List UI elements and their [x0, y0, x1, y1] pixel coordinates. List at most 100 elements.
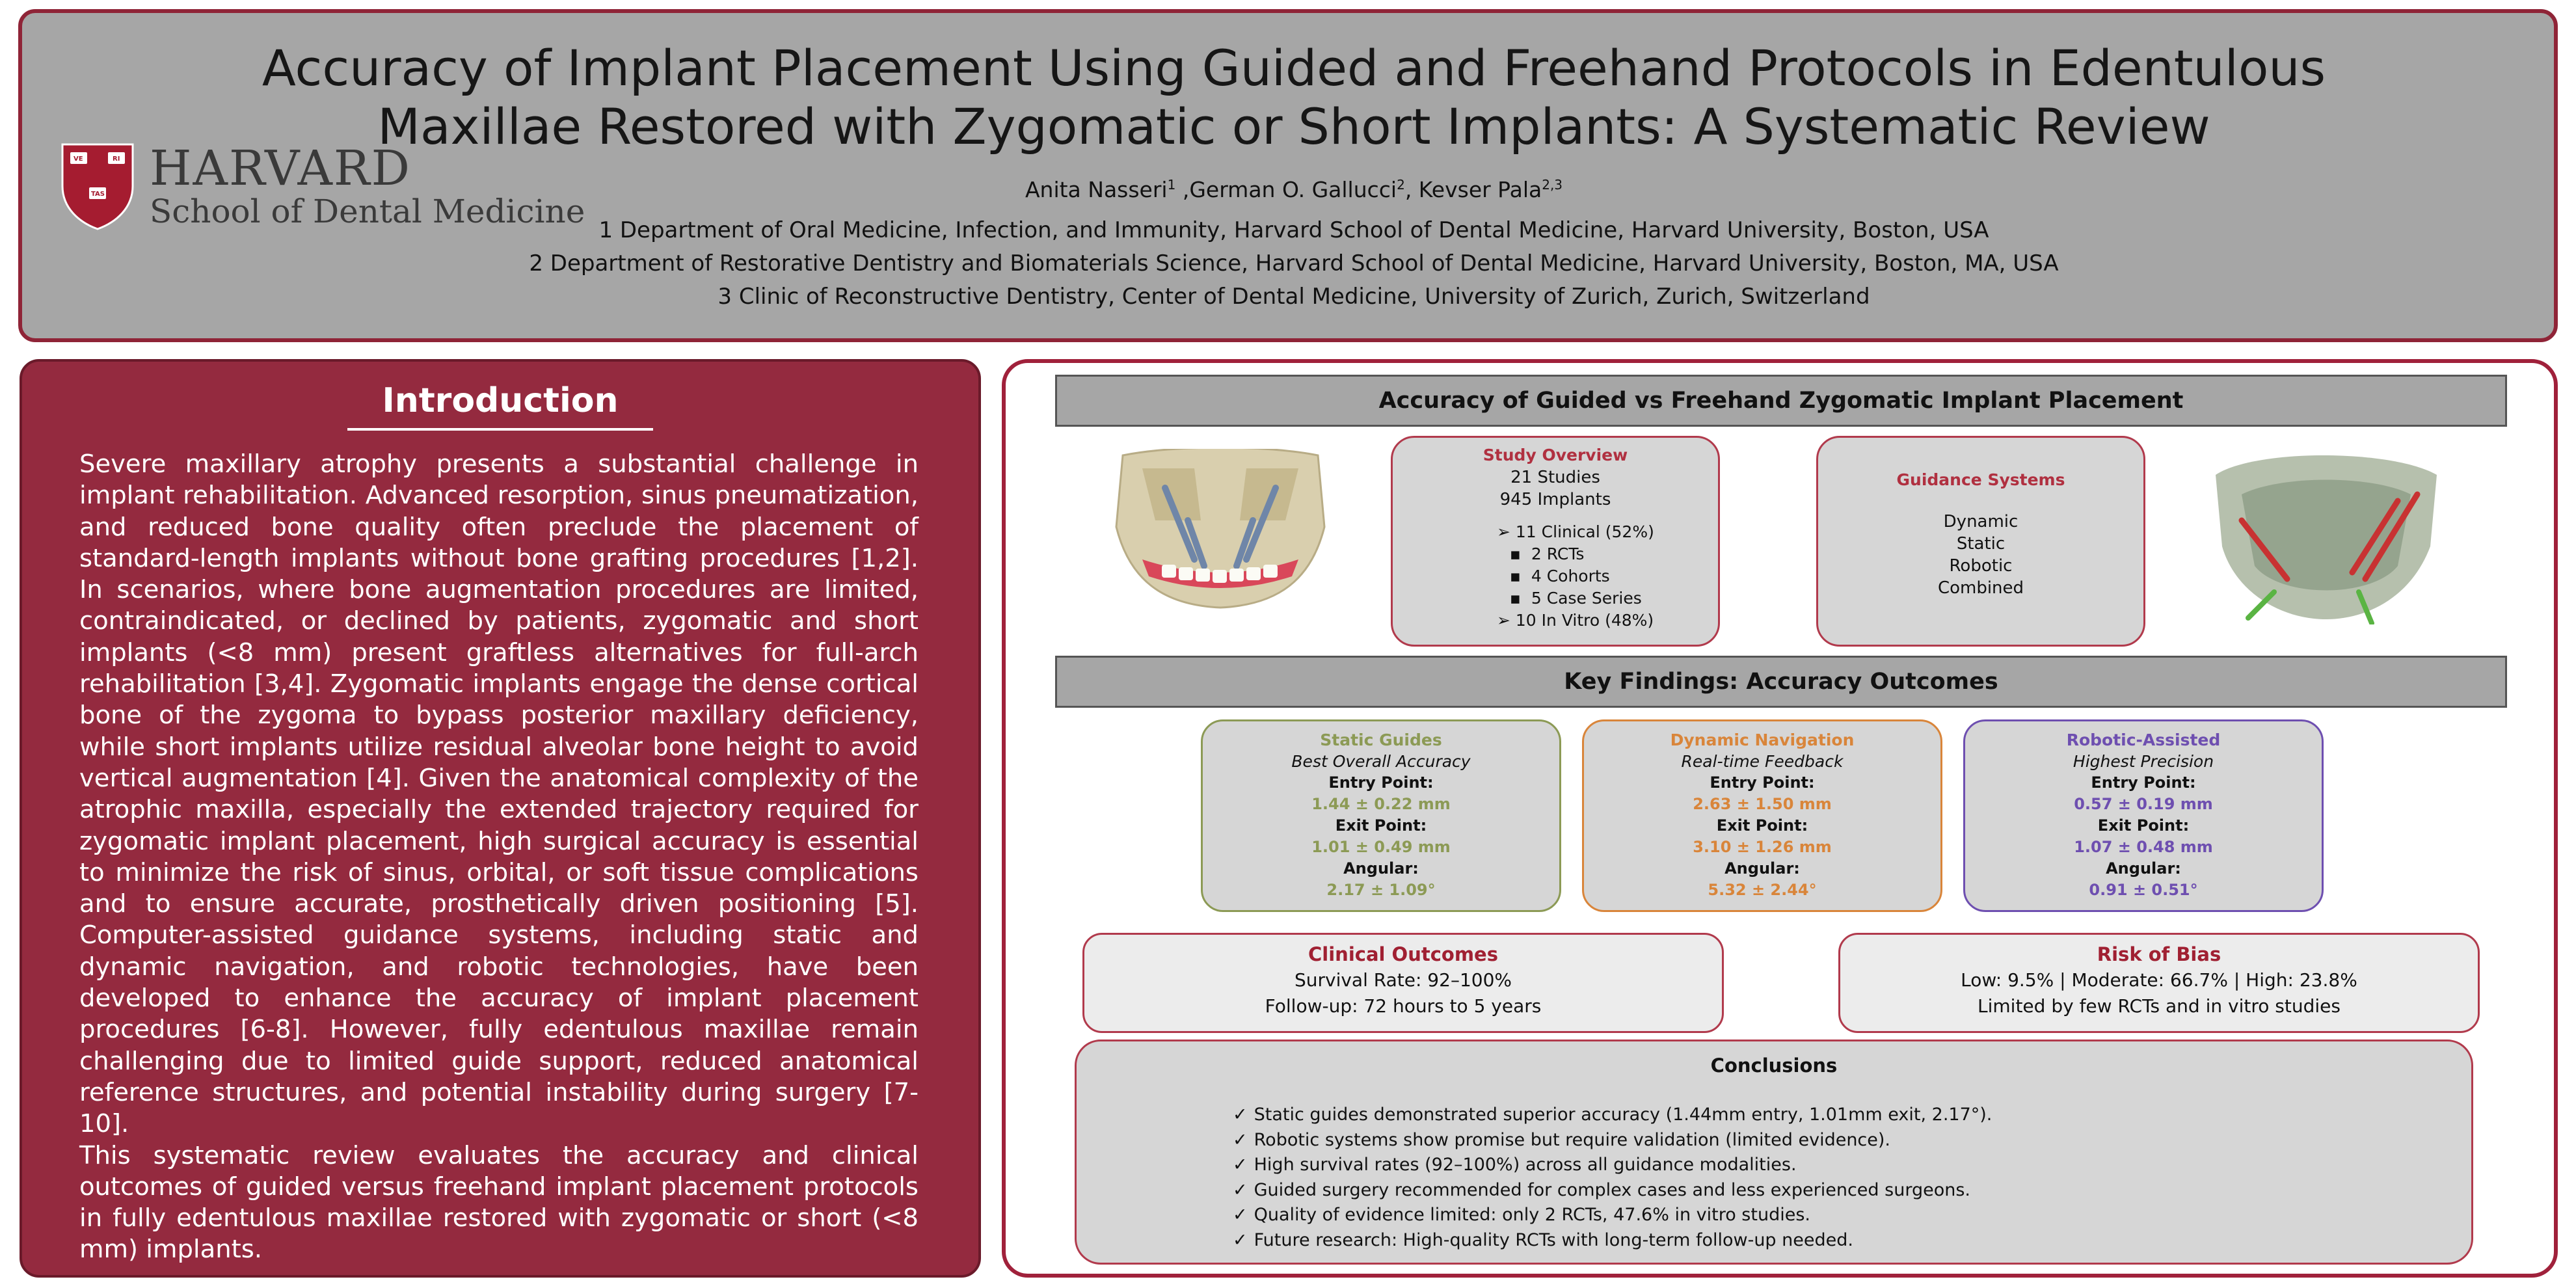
checkmark-icon: ✓ — [1233, 1179, 1248, 1200]
arrow-bullet-icon: ➢ — [1497, 522, 1510, 541]
checkmark-icon: ✓ — [1233, 1129, 1248, 1150]
introduction-paragraph: This systematic review evaluates the acc… — [79, 1140, 919, 1265]
finding-subtitle: Best Overall Accuracy — [1291, 752, 1471, 771]
guidance-systems-card: Guidance Systems Dynamic Static Robotic … — [1816, 436, 2145, 647]
study-type-item: ▪ 4 Cohorts — [1393, 565, 1718, 587]
exit-value: 1.07 ± 0.48 mm — [2074, 838, 2213, 856]
study-type-label: 11 Clinical (52%) — [1515, 522, 1654, 541]
affiliation-1: 1 Department of Oral Medicine, Infection… — [598, 217, 1989, 243]
dynamic-navigation-card: Dynamic Navigation Real-time Feedback En… — [1582, 719, 1942, 912]
logo-school: School of Dental Medicine — [150, 193, 585, 230]
entry-label: Entry Point: — [2091, 773, 2196, 792]
survival-rate: Survival Rate: 92–100% — [1294, 969, 1512, 991]
introduction-body: Severe maxillary atrophy presents a subs… — [79, 449, 919, 1266]
key-findings-banner: Key Findings: Accuracy Outcomes — [1055, 656, 2507, 708]
conclusion-item: ✓ Quality of evidence limited: only 2 RCT… — [1233, 1203, 2436, 1228]
follow-up: Follow-up: 72 hours to 5 years — [1265, 995, 1542, 1017]
angular-label: Angular: — [1343, 859, 1419, 878]
entry-label: Entry Point: — [1328, 773, 1434, 792]
poster-header: Accuracy of Implant Placement Using Guid… — [18, 9, 2558, 342]
exit-label: Exit Point: — [1716, 816, 1808, 835]
finding-subtitle: Real-time Feedback — [1681, 752, 1844, 771]
exit-label: Exit Point: — [2097, 816, 2190, 835]
guidance-systems-title: Guidance Systems — [1896, 470, 2065, 489]
author-affiliation-marker: 1 — [1167, 177, 1176, 193]
angular-label: Angular: — [1724, 859, 1800, 878]
implant-count: 945 Implants — [1499, 490, 1611, 509]
angular-label: Angular: — [2106, 859, 2181, 878]
conclusion-text: Robotic systems show promise but require… — [1254, 1129, 1891, 1150]
spacer — [1393, 511, 1718, 521]
guidance-system-item: Robotic — [1949, 556, 2013, 576]
checkmark-icon: ✓ — [1233, 1105, 1248, 1125]
conclusion-text: Static guides demonstrated superior accu… — [1254, 1105, 1992, 1125]
study-type-item: ➢ 11 Clinical (52%) — [1393, 521, 1718, 543]
conclusions-list: ✓ Static guides demonstrated superior acc… — [1233, 1103, 2436, 1253]
conclusion-item: ✓Future research: High-quality RCTs with… — [1233, 1228, 2436, 1254]
square-bullet-icon: ▪ — [1510, 589, 1521, 608]
spacer — [1818, 491, 2143, 511]
risk-of-bias-title: Risk of Bias — [2097, 943, 2221, 965]
author-list: Anita Nasseri1 ,German O. Gallucci2, Kev… — [237, 177, 2351, 202]
poster-title: Accuracy of Implant Placement Using Guid… — [237, 39, 2351, 156]
study-overview-card: Study Overview 21 Studies 945 Implants ➢… — [1391, 436, 1720, 647]
study-type-item: ▪ 5 Case Series — [1393, 587, 1718, 610]
introduction-title: Introduction — [382, 381, 619, 420]
square-bullet-icon: ▪ — [1510, 567, 1521, 585]
accuracy-banner: Accuracy of Guided vs Freehand Zygomatic… — [1055, 375, 2507, 427]
conclusions-title: Conclusions — [1710, 1054, 1838, 1077]
conclusion-item: ✓ Static guides demonstrated superior acc… — [1233, 1103, 2436, 1128]
risk-distribution: Low: 9.5% | Moderate: 66.7% | High: 23.8… — [1961, 969, 2357, 991]
conclusion-item: ✓ Guided surgery recommended for complex … — [1233, 1178, 2436, 1203]
maxilla-3d-implant-model — [2216, 455, 2437, 624]
clinical-outcomes-title: Clinical Outcomes — [1308, 943, 1498, 965]
title-underline — [347, 428, 653, 431]
logo-name: HARVARD — [150, 141, 411, 196]
study-type-label: 4 Cohorts — [1531, 567, 1610, 585]
svg-text:VE: VE — [74, 155, 83, 163]
affiliation-2: 2 Department of Restorative Dentistry an… — [529, 250, 2059, 276]
guidance-system-item: Dynamic — [1943, 512, 2019, 531]
conclusions-card: Conclusions ✓ Static guides demonstrated … — [1075, 1040, 2473, 1265]
entry-value: 0.57 ± 0.19 mm — [2074, 795, 2213, 813]
angular-value: 5.32 ± 2.44° — [1708, 881, 1817, 899]
conclusion-item: ✓High survival rates (92–100%) across al… — [1233, 1153, 2436, 1178]
svg-text:RI: RI — [113, 155, 120, 163]
entry-value: 1.44 ± 0.22 mm — [1311, 795, 1451, 813]
results-panel: Accuracy of Guided vs Freehand Zygomatic… — [1002, 359, 2558, 1278]
author-name: ,German O. Gallucci — [1175, 177, 1397, 202]
angular-value: 0.91 ± 0.51° — [2089, 881, 2198, 899]
checkmark-icon: ✓ — [1233, 1205, 1248, 1225]
finding-subtitle: Highest Precision — [2073, 752, 2214, 771]
entry-value: 2.63 ± 1.50 mm — [1693, 795, 1832, 813]
study-type-item: ➢ 10 In Vitro (48%) — [1393, 610, 1718, 632]
title-line-1: Accuracy of Implant Placement Using Guid… — [262, 39, 2326, 97]
author-affiliation-marker: 2,3 — [1542, 177, 1563, 193]
static-guides-card: Static Guides Best Overall Accuracy Entr… — [1201, 719, 1561, 912]
angular-value: 2.17 ± 1.09° — [1326, 881, 1436, 899]
author-name: , Kevser Pala — [1404, 177, 1542, 202]
exit-value: 1.01 ± 0.49 mm — [1311, 838, 1451, 856]
square-bullet-icon: ▪ — [1510, 544, 1521, 563]
guidance-system-item: Combined — [1937, 578, 2024, 598]
robotic-assisted-card: Robotic-Assisted Highest Precision Entry… — [1963, 719, 2324, 912]
guidance-system-item: Static — [1956, 534, 2006, 554]
exit-label: Exit Point: — [1335, 816, 1427, 835]
conclusion-text: Quality of evidence limited: only 2 RCTs… — [1254, 1205, 1810, 1225]
clinical-outcomes-card: Clinical Outcomes Survival Rate: 92–100%… — [1082, 933, 1724, 1033]
exit-value: 3.10 ± 1.26 mm — [1693, 838, 1832, 856]
affiliation-3: 3 Clinic of Reconstructive Dentistry, Ce… — [718, 284, 1870, 310]
conclusion-text: Guided surgery recommended for complex c… — [1254, 1179, 1970, 1200]
study-type-label: 5 Case Series — [1531, 589, 1642, 608]
author-affiliation-marker: 2 — [1397, 177, 1405, 193]
zygomatic-implant-skull-illustration — [1115, 449, 1326, 609]
finding-title: Dynamic Navigation — [1670, 731, 1855, 749]
risk-note: Limited by few RCTs and in vitro studies — [1978, 995, 2341, 1017]
checkmark-icon: ✓ — [1233, 1155, 1248, 1175]
finding-title: Robotic-Assisted — [2066, 731, 2221, 749]
entry-label: Entry Point: — [1710, 773, 1815, 792]
conclusion-item: ✓ Robotic systems show promise but requir… — [1233, 1128, 2436, 1153]
introduction-panel: Introduction Severe maxillary atrophy pr… — [20, 359, 981, 1278]
finding-title: Static Guides — [1320, 731, 1442, 749]
